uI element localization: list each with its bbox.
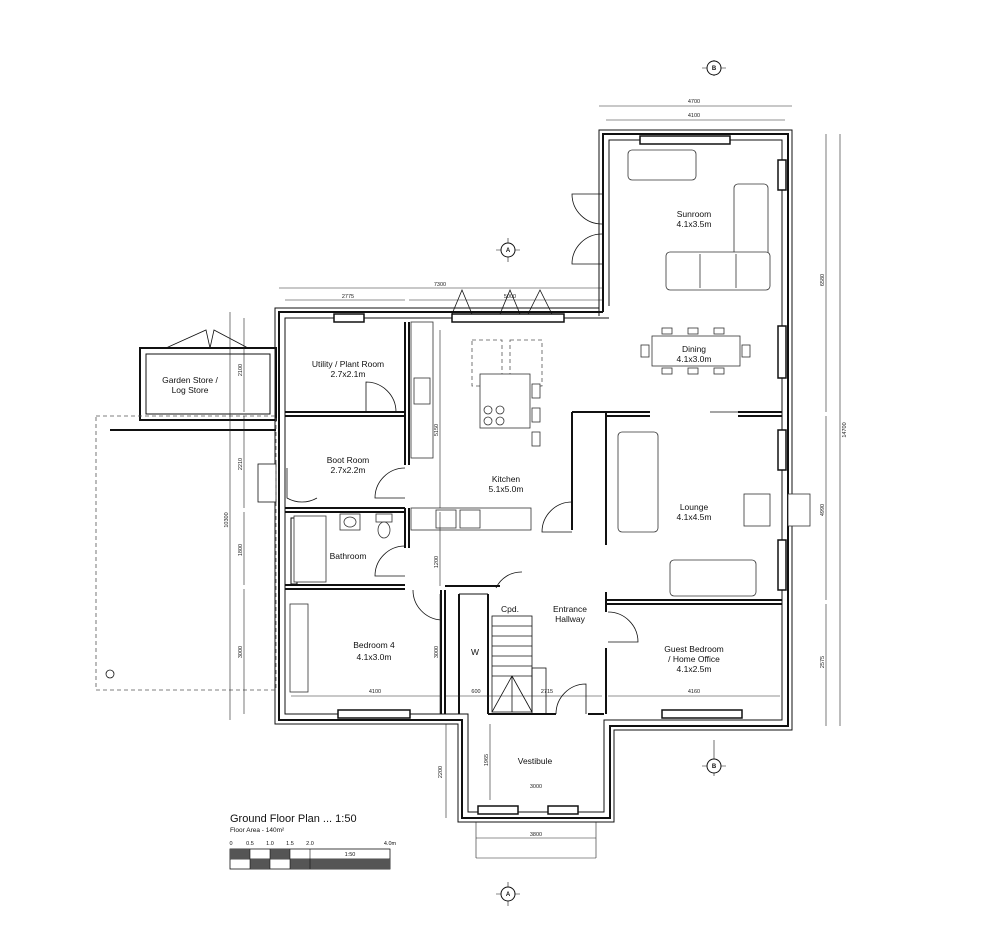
room-hallway-name-1: Entrance [553, 604, 587, 614]
dim-top-outer: 4700 [688, 99, 700, 105]
plan-title: Ground Floor Plan ... 1:50 [230, 813, 357, 825]
kitchen-furniture [410, 321, 543, 531]
dim-right-upper: 6580 [820, 274, 826, 286]
room-dining-name: Dining [682, 344, 706, 354]
section-marker-a-bottom: A [496, 882, 520, 906]
dim-left-total: 10300 [224, 512, 230, 527]
svg-text:0.5: 0.5 [246, 841, 254, 847]
room-boot-name: Boot Room [327, 455, 370, 465]
dim-top-inner: 4100 [688, 113, 700, 119]
section-marker-b-bottom: B [702, 740, 726, 776]
room-utility-size: 2.7x2.1m [331, 369, 366, 379]
dim-right-mid: 4990 [820, 504, 826, 516]
garden-store [95, 329, 277, 691]
scale-label: 1:50 [345, 852, 356, 858]
room-labels: Sunroom 4.1x3.5m Dining 4.1x3.0m Utility… [162, 209, 724, 766]
room-wardrobe-name: W [471, 647, 479, 657]
dim-bed-width: 4100 [369, 689, 381, 695]
dim-left-boot: 2210 [238, 458, 244, 470]
room-bedroom4-size: 4.1x3.0m [357, 652, 392, 662]
svg-text:1.5: 1.5 [286, 841, 294, 847]
dim-wardrobe-width: 600 [471, 689, 480, 695]
dim-left-bed: 3000 [238, 646, 244, 658]
room-kitchen-name: Kitchen [492, 474, 521, 484]
dim-vestibule-outer: 3800 [530, 832, 542, 838]
room-hallway-name-2: Hallway [555, 614, 586, 624]
dim-vestibule-depth-outer: 2200 [438, 766, 444, 778]
dim-left-bath: 1800 [238, 544, 244, 556]
dim-hall-depth: 1200 [434, 556, 440, 568]
dim-vestibule-inner: 3000 [530, 784, 542, 790]
sunroom-furniture [627, 149, 771, 291]
dim-right-lower: 2575 [820, 656, 826, 668]
room-guest-name-2: / Home Office [668, 654, 720, 664]
section-markers: B A B A [496, 60, 726, 906]
svg-text:0: 0 [229, 841, 232, 847]
dim-bed-depth: 3000 [434, 646, 440, 658]
svg-text:A: A [506, 248, 511, 254]
scale-bar: 0 0.5 1.0 1.5 2.0 4.0m 1:50 [229, 841, 397, 870]
room-boot-size: 2.7x2.2m [331, 465, 366, 475]
room-dining-size: 4.1x3.0m [677, 354, 712, 364]
bedroom-furniture [289, 603, 309, 693]
room-sunroom-name: Sunroom [677, 209, 712, 219]
title-block: Ground Floor Plan ... 1:50 Floor Area - … [229, 813, 397, 870]
dim-vestibule-depth: 1965 [484, 754, 490, 766]
svg-text:4.0m: 4.0m [384, 841, 397, 847]
room-bedroom4-name: Bedroom 4 [353, 640, 395, 650]
bathroom-fixtures [293, 513, 393, 583]
staircase [491, 615, 547, 715]
room-sunroom-size: 4.1x3.5m [677, 219, 712, 229]
svg-text:B: B [712, 764, 717, 770]
dim-utility-width: 2775 [342, 294, 354, 300]
room-garden-store-2: Log Store [172, 385, 209, 395]
dim-kitchen-width: 5000 [504, 294, 516, 300]
room-garden-store-1: Garden Store / [162, 375, 218, 385]
room-kitchen-size: 5.1x5.0m [489, 484, 524, 494]
svg-text:A: A [506, 892, 511, 898]
dim-right-total: 14700 [842, 422, 848, 437]
dimension-lines [229, 105, 841, 859]
svg-text:B: B [712, 66, 717, 72]
room-lounge-name: Lounge [680, 502, 709, 512]
room-lounge-size: 4.1x4.5m [677, 512, 712, 522]
dining-furniture [640, 327, 751, 375]
section-marker-b-top: B [702, 60, 726, 76]
section-marker-a-mid: A [496, 238, 520, 262]
dim-kitchen-run: 7300 [434, 282, 446, 288]
windows [290, 135, 787, 815]
svg-text:1.0: 1.0 [266, 841, 274, 847]
dim-guest-width: 4160 [688, 689, 700, 695]
dim-stair-width: 2715 [541, 689, 553, 695]
dim-left-util: 2100 [238, 364, 244, 376]
room-bathroom-name: Bathroom [330, 551, 367, 561]
room-guest-name-1: Guest Bedroom [664, 644, 724, 654]
floor-area: Floor Area - 140m² [230, 827, 285, 834]
room-utility-name: Utility / Plant Room [312, 359, 384, 369]
room-cpd-name: Cpd. [501, 604, 519, 614]
room-guest-size: 4.1x2.5m [677, 664, 712, 674]
dimension-labels: 4700 4100 7300 2775 5000 6580 14700 4990… [224, 99, 848, 838]
room-vestibule-name: Vestibule [518, 756, 553, 766]
lounge-furniture [617, 431, 811, 597]
dim-kitchen-depth: 5150 [434, 424, 440, 436]
svg-text:2.0: 2.0 [306, 841, 314, 847]
